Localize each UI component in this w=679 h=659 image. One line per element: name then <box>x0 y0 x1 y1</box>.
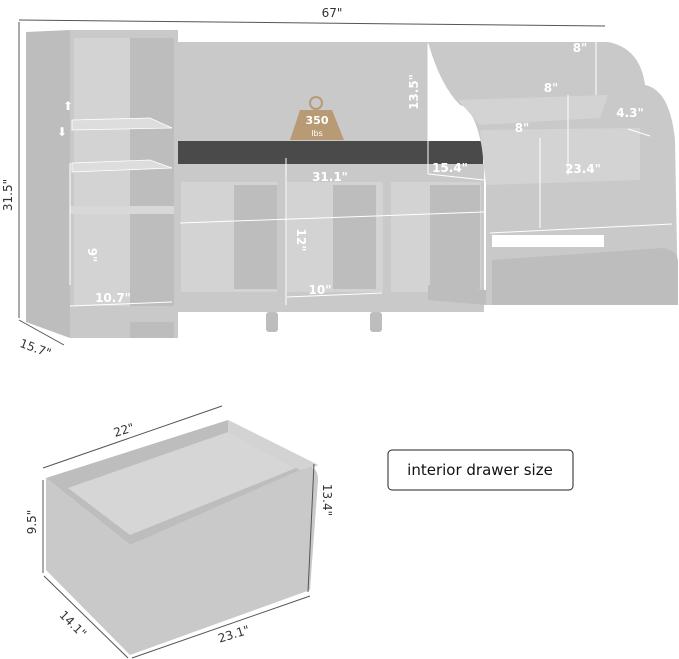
drawer-gap <box>492 235 604 247</box>
storage-bench: ⬆ ⬇ 350 lbs 67" 31.5" 15.7" <box>1 6 678 360</box>
seat-depth-line <box>427 173 485 181</box>
bookshelf-width-label: 23.4" <box>565 162 601 176</box>
tier-depth-label: 4.3" <box>616 106 644 120</box>
cubby-height-label: 12" <box>294 229 308 252</box>
drawer-side-left <box>46 478 130 655</box>
drawer-length-bottom-label: 23.1" <box>216 623 251 646</box>
drawer-length-bottom-line <box>131 595 311 659</box>
top-tier-label: 8" <box>573 41 588 55</box>
shelf-down-arrow-icon: ⬇ <box>57 125 67 139</box>
drawer-outer-height-line <box>307 463 315 593</box>
drawer-caption: interior drawer size <box>407 461 553 479</box>
depth-dimension-line <box>18 319 65 346</box>
bookshelf-foot <box>428 285 486 305</box>
cubby-width-label: 10" <box>309 283 332 297</box>
cubby-3-back <box>430 185 480 289</box>
tower-cubby-width-line <box>69 301 173 307</box>
interior-drawer: 22" 9.5" 13.4" 14.1" 23.1" <box>25 405 334 659</box>
weight-handle-icon <box>309 96 323 110</box>
seat-width-line <box>179 211 485 224</box>
middle-tier-label: 8" <box>544 81 559 95</box>
tower-cubby-width-label: 10.7" <box>95 291 131 305</box>
drawer-back-rim <box>228 420 318 470</box>
bottom-tier-label: 8" <box>515 121 530 135</box>
depth-label: 15.7" <box>18 336 53 360</box>
tower-lower-back <box>130 214 174 306</box>
seat-depth-label: 15.4" <box>432 161 468 175</box>
cubby-width-line <box>286 292 383 298</box>
seat-width-label: 31.1" <box>312 170 348 184</box>
tower-side-panel <box>26 30 70 338</box>
overall-width-label: 67" <box>322 6 343 20</box>
weight-capacity-unit: lbs <box>311 129 322 138</box>
drawer-floor <box>68 432 296 535</box>
tier-depth-line <box>627 128 651 137</box>
book-tier-top <box>458 95 608 125</box>
overall-height-label: 31.5" <box>1 179 15 211</box>
adjustable-shelf-upper <box>71 117 173 131</box>
drawer-front-panel <box>130 467 318 655</box>
backrest-height-label: 13.5" <box>407 74 421 110</box>
tower-lower-compartment <box>74 214 130 306</box>
book-tier-lower <box>480 128 640 185</box>
shelf-up-arrow-icon: ⬆ <box>63 99 73 113</box>
tower-fixed-shelf <box>70 206 174 214</box>
drawer-inner-height-label: 9.5" <box>25 510 39 535</box>
drawer-depth-line <box>43 575 129 659</box>
drawer-outer-height-label: 13.4" <box>320 484 334 516</box>
drawer-depth-label: 14.1" <box>56 608 89 641</box>
drawer-length-top-label: 22" <box>112 420 136 439</box>
weight-capacity-icon <box>290 110 344 140</box>
drawer-caption-box <box>387 449 574 491</box>
drawer-length-top-line <box>42 405 223 469</box>
tower-cubby-height-label: 9" <box>85 248 99 263</box>
width-dimension-line <box>18 19 606 27</box>
cubby-1-back <box>234 185 277 289</box>
weight-capacity-value: 350 <box>306 114 329 127</box>
tower-foot <box>130 322 174 338</box>
bench-leg <box>370 312 382 332</box>
adjustable-shelf-lower <box>71 159 173 173</box>
bench-leg <box>266 312 278 332</box>
bookshelf-width-line <box>489 223 673 234</box>
cubby-2-back <box>333 185 376 289</box>
bench-drawer-front <box>492 248 678 305</box>
